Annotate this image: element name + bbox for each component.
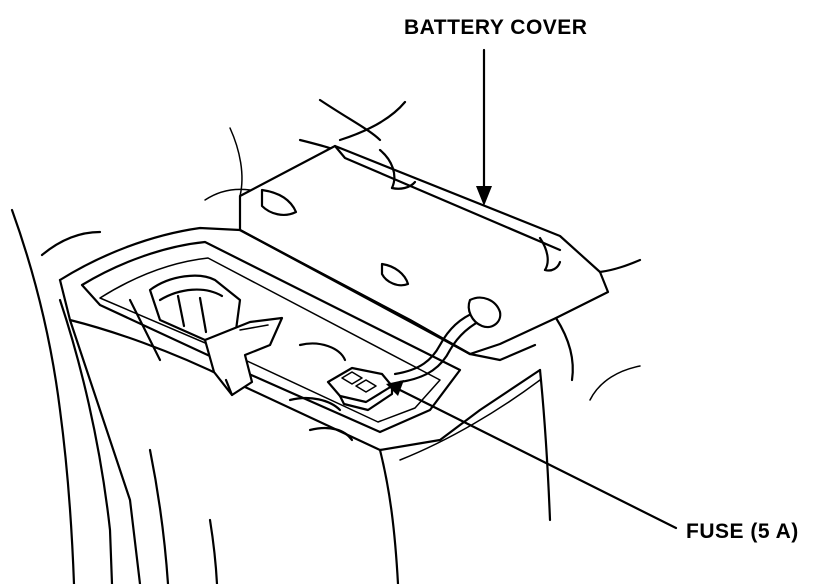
- fuse-arrow: [386, 380, 678, 530]
- battery-unit: [128, 274, 354, 442]
- battery-cover-arrow: [476, 48, 492, 206]
- battery-cover-label: BATTERY COVER: [404, 16, 588, 39]
- battery-cover-lid: [238, 144, 642, 401]
- fuse-label: FUSE (5 A): [686, 520, 799, 543]
- battery-tray: [58, 226, 552, 584]
- seat-outline-left: [10, 127, 251, 584]
- fuse-cable: [393, 296, 502, 384]
- seat-back: [298, 98, 407, 162]
